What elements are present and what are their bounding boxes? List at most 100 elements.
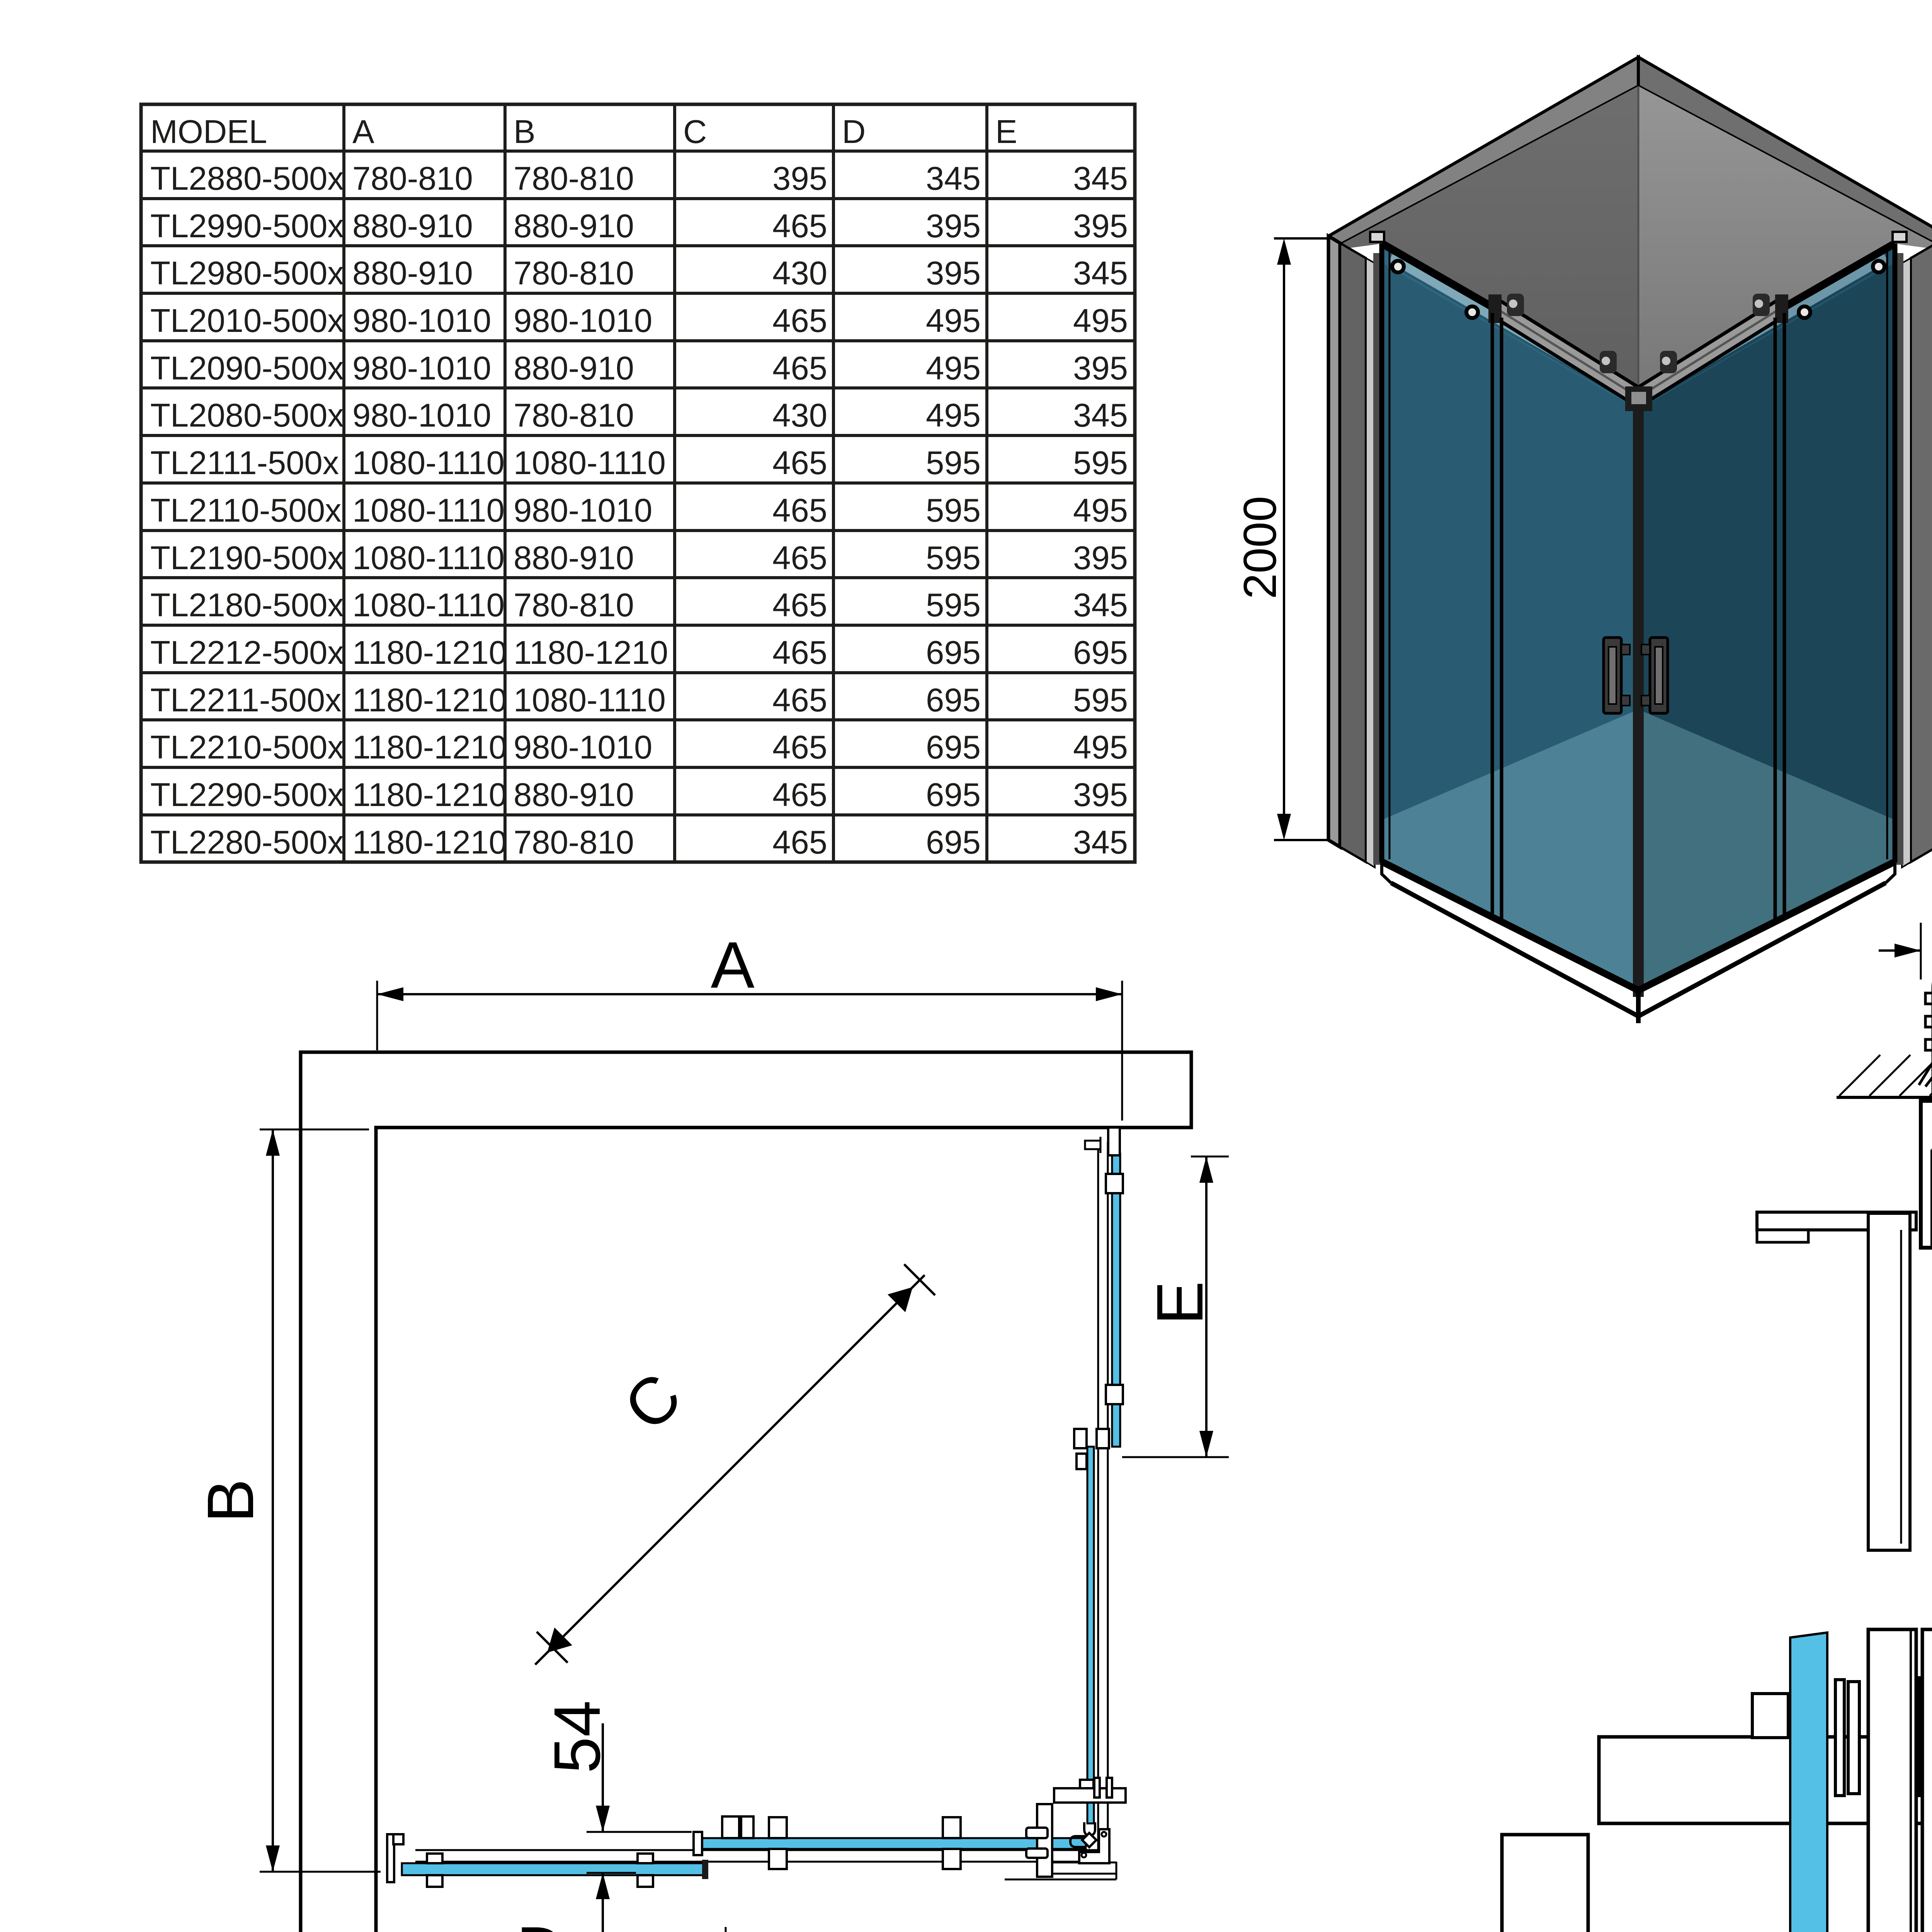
svg-text:345: 345	[1073, 587, 1128, 624]
svg-text:465: 465	[772, 682, 827, 719]
svg-text:430: 430	[772, 255, 827, 292]
svg-text:1080-1110: 1080-1110	[514, 445, 666, 481]
svg-text:TL2080-500x: TL2080-500x	[150, 397, 344, 434]
svg-text:D: D	[517, 1913, 564, 1932]
svg-text:C: C	[610, 1359, 695, 1444]
svg-text:880-910: 880-910	[514, 540, 634, 577]
svg-text:980-1010: 980-1010	[514, 303, 652, 339]
svg-text:495: 495	[1073, 303, 1128, 339]
svg-text:780-810: 780-810	[514, 255, 634, 292]
svg-text:TL2090-500x: TL2090-500x	[150, 350, 344, 387]
svg-text:MODEL: MODEL	[150, 114, 267, 150]
svg-text:880-910: 880-910	[352, 208, 473, 245]
svg-text:495: 495	[1073, 729, 1128, 766]
svg-text:TL2010-500x: TL2010-500x	[150, 303, 344, 339]
svg-text:A: A	[352, 114, 374, 150]
svg-text:980-1010: 980-1010	[514, 492, 652, 529]
svg-text:C: C	[683, 114, 707, 150]
svg-text:2000: 2000	[1234, 496, 1286, 599]
svg-text:TL2110-500x: TL2110-500x	[150, 492, 342, 529]
svg-text:980-1010: 980-1010	[514, 729, 652, 766]
svg-text:1180-1210: 1180-1210	[352, 824, 507, 861]
svg-text:395: 395	[926, 208, 981, 245]
svg-text:780-810: 780-810	[514, 587, 634, 624]
svg-text:TL2880-500x: TL2880-500x	[150, 160, 344, 197]
svg-text:TL2210-500x: TL2210-500x	[150, 729, 344, 766]
svg-text:395: 395	[1073, 777, 1128, 813]
svg-text:595: 595	[926, 445, 981, 481]
svg-text:595: 595	[1073, 682, 1128, 719]
svg-text:1080-1110: 1080-1110	[514, 682, 666, 719]
svg-text:E: E	[995, 114, 1017, 150]
svg-text:465: 465	[772, 824, 827, 861]
svg-text:A: A	[711, 929, 755, 1002]
svg-text:TL2212-500x: TL2212-500x	[150, 634, 344, 671]
svg-text:395: 395	[1073, 208, 1128, 245]
svg-text:980-1010: 980-1010	[352, 303, 491, 339]
svg-text:465: 465	[772, 634, 827, 671]
svg-text:B: B	[194, 1479, 267, 1522]
svg-text:465: 465	[772, 777, 827, 813]
svg-text:TL2280-500x: TL2280-500x	[150, 824, 344, 861]
svg-text:695: 695	[926, 824, 981, 861]
svg-text:880-910: 880-910	[514, 777, 634, 813]
svg-text:780-810: 780-810	[514, 397, 634, 434]
svg-text:595: 595	[1073, 445, 1128, 481]
svg-text:880-910: 880-910	[514, 208, 634, 245]
svg-text:TL2290-500x: TL2290-500x	[150, 777, 344, 813]
svg-text:595: 595	[926, 587, 981, 624]
svg-text:TL2980-500x: TL2980-500x	[150, 255, 344, 292]
svg-text:1080-1110: 1080-1110	[352, 587, 505, 624]
svg-text:345: 345	[1073, 824, 1128, 861]
svg-text:TL2111-500x: TL2111-500x	[150, 445, 339, 481]
svg-text:695: 695	[926, 777, 981, 813]
svg-text:395: 395	[772, 160, 827, 197]
svg-text:430: 430	[772, 397, 827, 434]
svg-text:E: E	[1143, 1281, 1217, 1325]
svg-text:465: 465	[772, 587, 827, 624]
svg-text:54: 54	[541, 1700, 614, 1773]
svg-text:1180-1210: 1180-1210	[352, 777, 507, 813]
svg-text:1180-1210: 1180-1210	[352, 682, 507, 719]
svg-text:1080-1110: 1080-1110	[352, 492, 505, 529]
svg-text:495: 495	[926, 397, 981, 434]
svg-text:495: 495	[926, 303, 981, 339]
svg-text:465: 465	[772, 540, 827, 577]
svg-text:345: 345	[1073, 397, 1128, 434]
svg-text:780-810: 780-810	[352, 160, 473, 197]
svg-text:465: 465	[772, 208, 827, 245]
svg-text:595: 595	[926, 492, 981, 529]
svg-text:695: 695	[926, 729, 981, 766]
svg-text:345: 345	[926, 160, 981, 197]
svg-text:465: 465	[772, 729, 827, 766]
svg-text:880-910: 880-910	[514, 350, 634, 387]
svg-text:345: 345	[1073, 160, 1128, 197]
svg-text:TL2190-500x: TL2190-500x	[150, 540, 344, 577]
svg-text:595: 595	[926, 540, 981, 577]
svg-text:395: 395	[926, 255, 981, 292]
svg-text:495: 495	[926, 350, 981, 387]
svg-text:TL2990-500x: TL2990-500x	[150, 208, 344, 245]
svg-text:D: D	[842, 114, 866, 150]
svg-text:980-1010: 980-1010	[352, 350, 491, 387]
svg-text:1080-1110: 1080-1110	[352, 540, 505, 577]
svg-text:780-810: 780-810	[514, 160, 634, 197]
svg-text:695: 695	[1073, 634, 1128, 671]
svg-text:1180-1210: 1180-1210	[514, 634, 668, 671]
svg-text:TL2180-500x: TL2180-500x	[150, 587, 344, 624]
svg-text:465: 465	[772, 303, 827, 339]
svg-text:495: 495	[1073, 492, 1128, 529]
svg-text:1180-1210: 1180-1210	[352, 729, 507, 766]
svg-text:395: 395	[1073, 540, 1128, 577]
svg-text:695: 695	[926, 634, 981, 671]
svg-text:465: 465	[772, 492, 827, 529]
svg-text:1080-1110: 1080-1110	[352, 445, 505, 481]
svg-text:465: 465	[772, 445, 827, 481]
svg-text:695: 695	[926, 682, 981, 719]
svg-text:880-910: 880-910	[352, 255, 473, 292]
svg-text:TL2211-500x: TL2211-500x	[150, 682, 342, 719]
svg-text:345: 345	[1073, 255, 1128, 292]
svg-text:1180-1210: 1180-1210	[352, 634, 507, 671]
svg-text:B: B	[514, 114, 536, 150]
svg-text:395: 395	[1073, 350, 1128, 387]
